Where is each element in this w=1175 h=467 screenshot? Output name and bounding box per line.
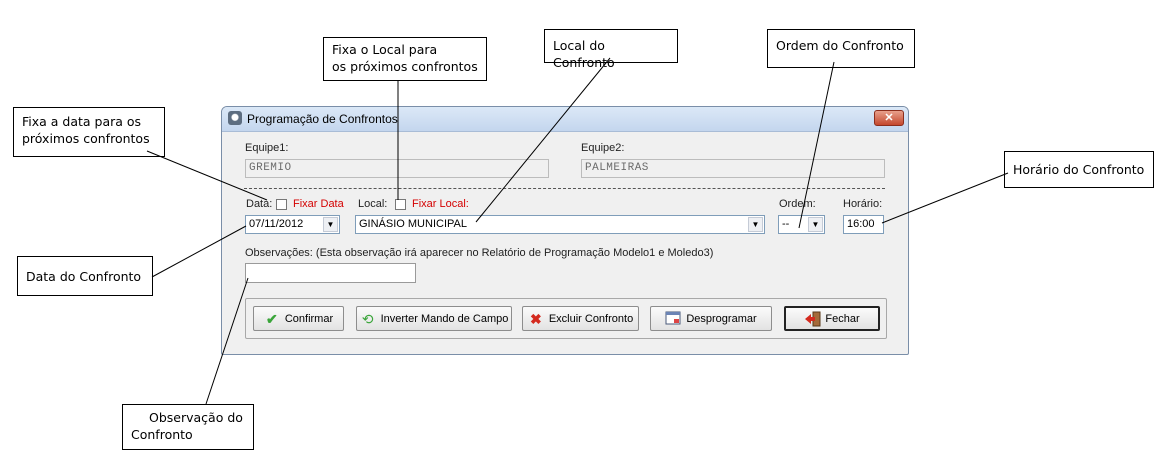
observacoes-input[interactable] (245, 263, 416, 283)
callout-text: Local do Confronto (553, 38, 615, 70)
equipe1-label: Equipe1: (245, 142, 289, 154)
local-label: Local: (358, 198, 388, 210)
app-icon (228, 111, 242, 125)
callout-text: os próximos confrontos (332, 59, 478, 74)
divider (244, 188, 885, 189)
chevron-down-icon[interactable]: ▼ (808, 217, 823, 232)
callout-text: Confronto (131, 427, 193, 442)
excluir-confronto-button[interactable]: ✖ Excluir Confronto (522, 306, 639, 331)
button-label: Desprogramar (686, 312, 757, 325)
chevron-down-icon[interactable]: ▼ (323, 217, 338, 232)
callout-text: Ordem do Confronto (776, 38, 904, 53)
check-icon: ✔ (265, 310, 278, 327)
equipe1-field[interactable]: GREMIO (245, 159, 549, 178)
button-label: Confirmar (284, 312, 334, 325)
desprogramar-button[interactable]: Desprogramar (650, 306, 772, 331)
data-value: 07/11/2012 (249, 218, 304, 230)
fixar-data-checkbox[interactable] (276, 199, 287, 210)
inverter-mando-button[interactable]: ⟲ Inverter Mando de Campo (356, 306, 512, 331)
local-value: GINÁSIO MUNICIPAL (359, 218, 467, 230)
confirmar-button[interactable]: ✔ Confirmar (253, 306, 344, 331)
callout-local-confronto: Local do Confronto (544, 29, 678, 70)
exit-door-icon (804, 311, 821, 327)
chevron-down-icon[interactable]: ▼ (748, 217, 763, 232)
callout-text: Observação do (149, 410, 243, 425)
data-label: Data: (246, 198, 273, 210)
observacoes-label: Observações: (Esta observação irá aparec… (245, 247, 714, 259)
equipe2-field[interactable]: PALMEIRAS (581, 159, 885, 178)
callout-text: Fixa o Local para (332, 42, 438, 57)
equipe2-label: Equipe2: (581, 142, 625, 154)
data-picker[interactable]: 07/11/2012 ▼ (245, 215, 340, 234)
ordem-label: Ordem: (779, 198, 816, 210)
calendar-icon (665, 311, 681, 327)
callout-fixa-data: Fixa a data para os próximos confrontos (13, 107, 165, 157)
programacao-window: Programação de Confrontos ✕ Equipe1: GRE… (221, 106, 909, 355)
swap-arrows-icon: ⟲ (361, 310, 374, 327)
callout-text: próximos confrontos (22, 131, 150, 146)
fixar-local-label: Fixar Local: (412, 198, 469, 210)
callout-text: Data do Confronto (26, 269, 142, 284)
button-label: Excluir Confronto (548, 312, 634, 325)
ordem-select[interactable]: -- ▼ (778, 215, 825, 234)
callout-text: Fixa a data para os (22, 114, 142, 129)
callout-fixa-local: Fixa o Local para os próximos confrontos (323, 37, 487, 81)
horario-input[interactable]: 16:00 (843, 215, 884, 234)
fechar-button[interactable]: Fechar (784, 306, 880, 331)
window-title: Programação de Confrontos (247, 112, 398, 126)
local-select[interactable]: GINÁSIO MUNICIPAL ▼ (355, 215, 765, 234)
ordem-value: -- (782, 218, 790, 230)
callout-horario-confronto: Horário do Confronto (1004, 151, 1154, 188)
callout-data-confronto: Data do Confronto (17, 256, 153, 296)
callout-text: Horário do Confronto (1013, 162, 1145, 177)
close-button[interactable]: ✕ (874, 110, 904, 126)
fixar-data-label: Fixar Data (293, 198, 344, 210)
button-panel: ✔ Confirmar ⟲ Inverter Mando de Campo ✖ … (245, 298, 887, 339)
title-bar: Programação de Confrontos ✕ (222, 107, 908, 132)
callout-ordem-confronto: Ordem do Confronto (767, 29, 915, 68)
button-label: Inverter Mando de Campo (380, 312, 509, 325)
fixar-local-checkbox[interactable] (395, 199, 406, 210)
horario-label: Horário: (843, 198, 883, 210)
delete-x-icon: ✖ (529, 310, 542, 327)
callout-observacao-confronto: Observação do Confronto (122, 404, 254, 450)
button-label: Fechar (825, 312, 860, 325)
